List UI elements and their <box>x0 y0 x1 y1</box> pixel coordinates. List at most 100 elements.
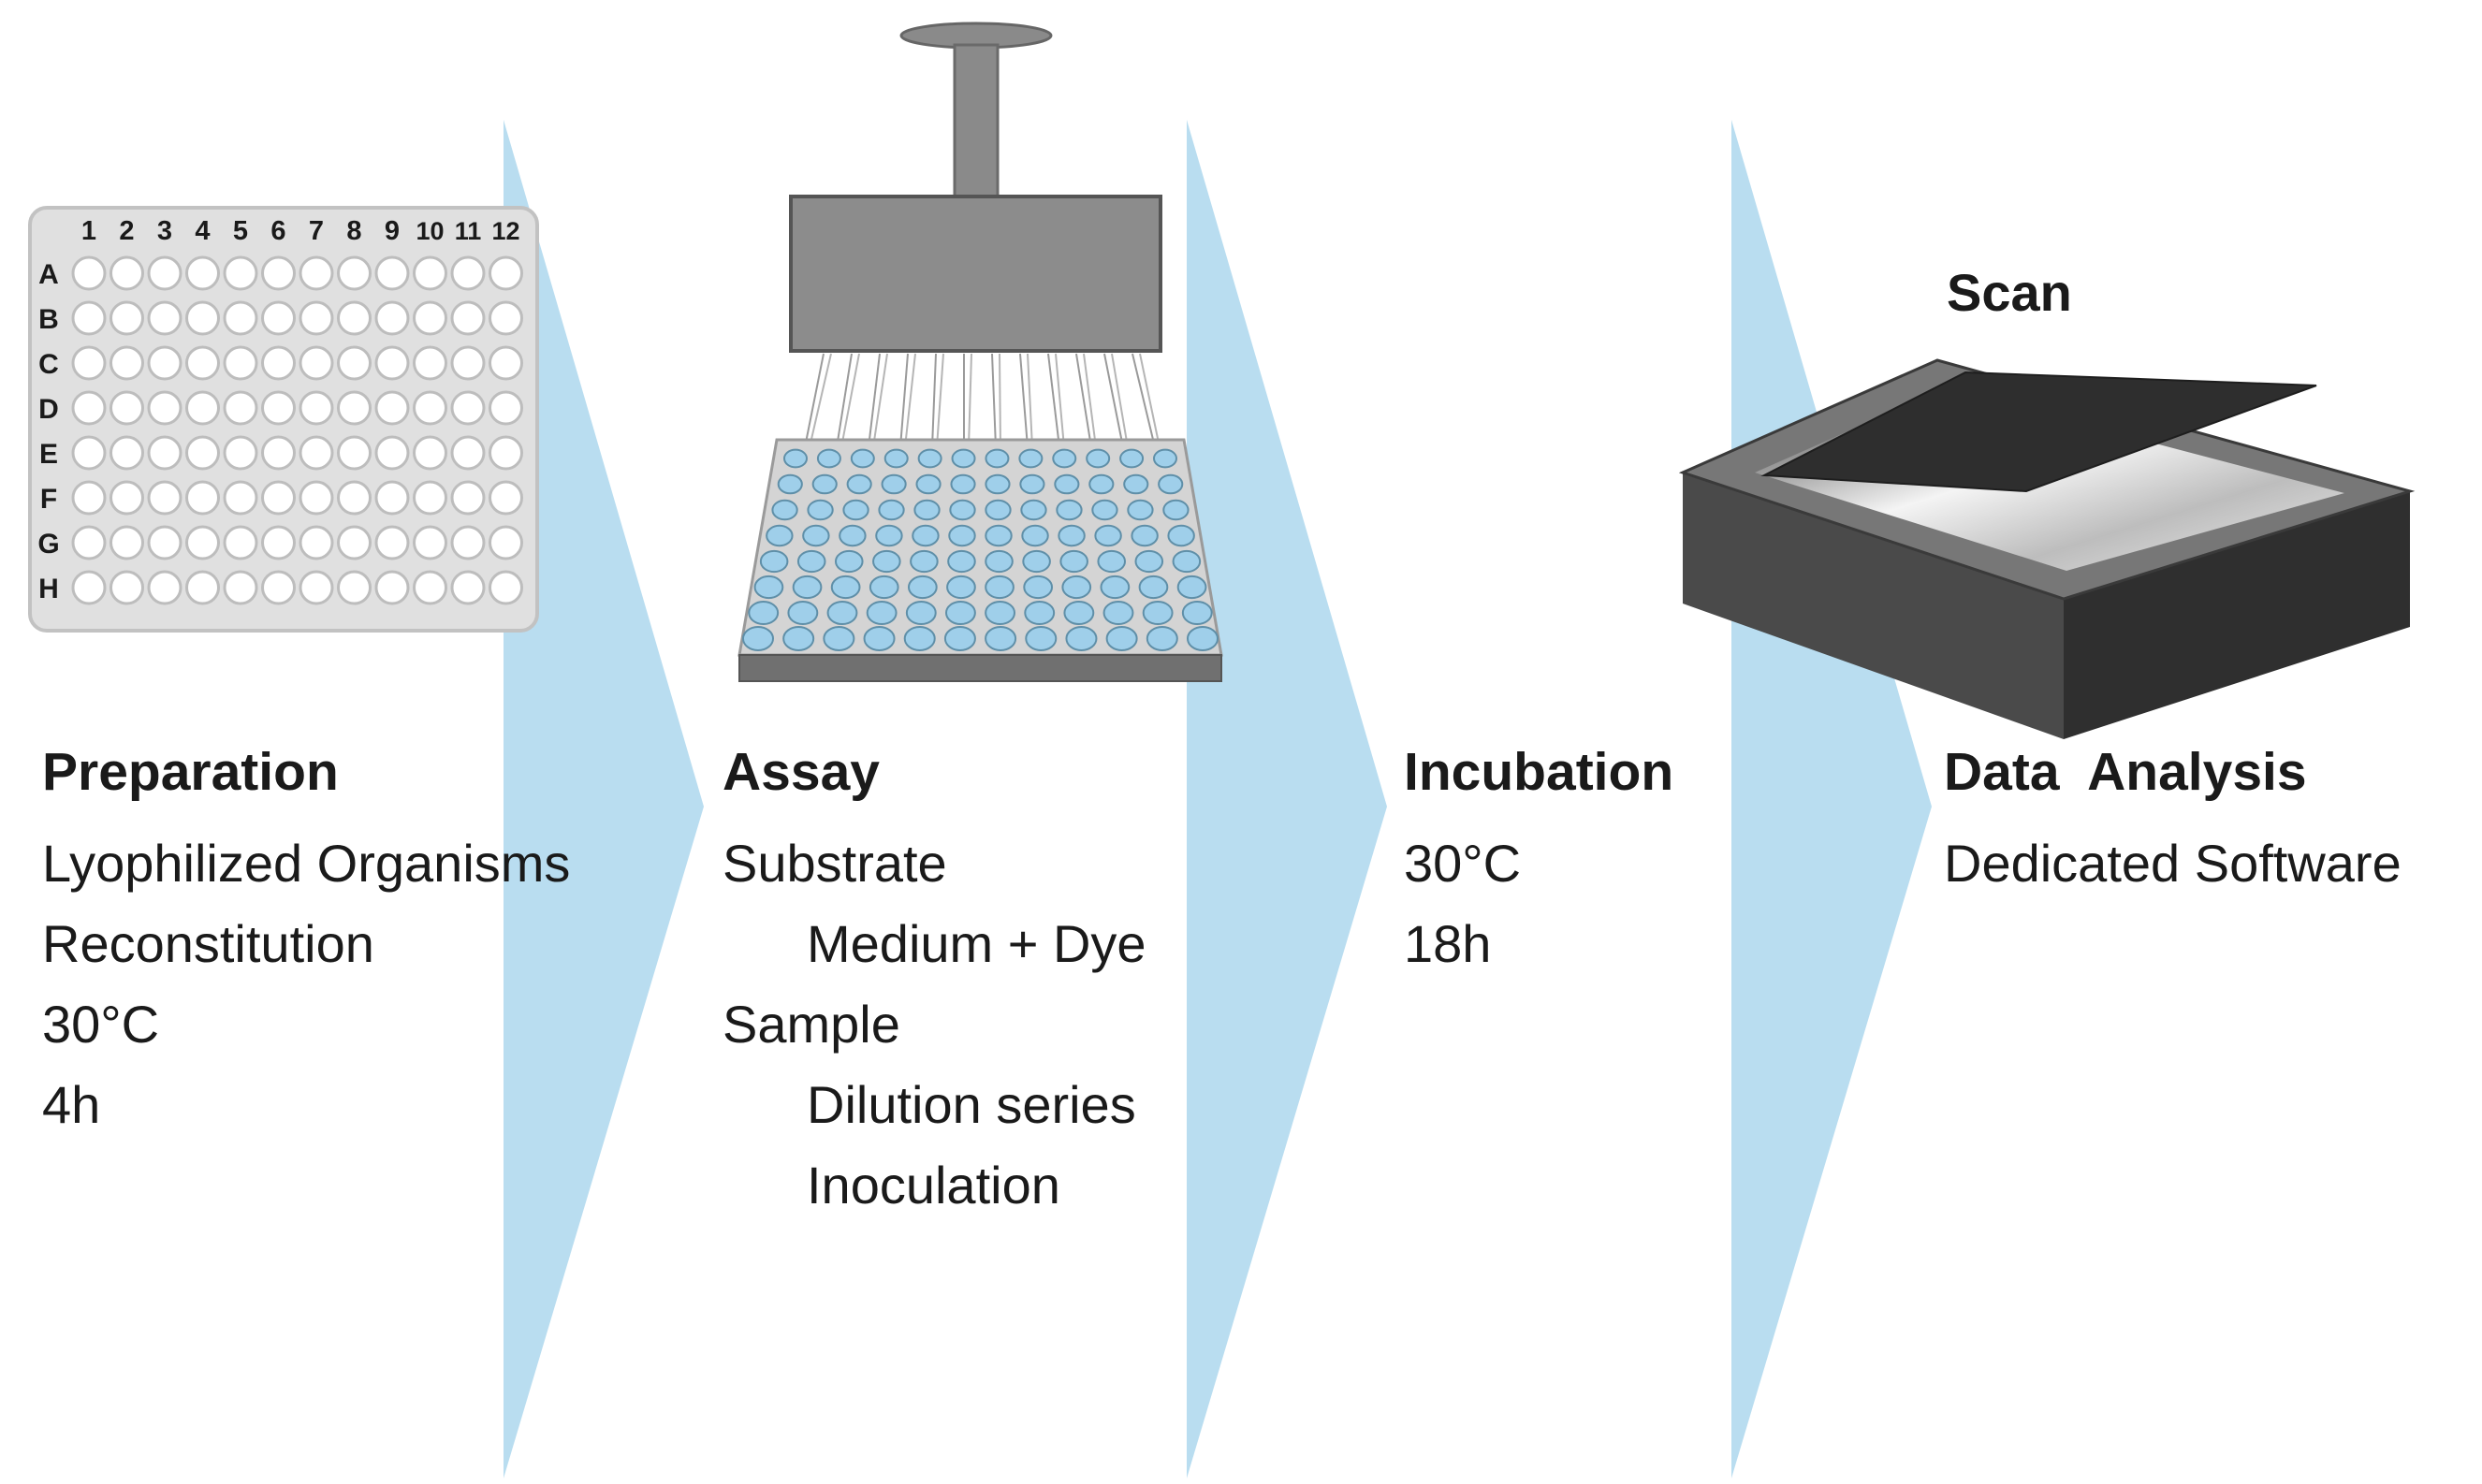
assay-well <box>1052 448 1077 469</box>
assay-well <box>759 549 789 574</box>
assay-well <box>1100 575 1131 600</box>
plate-well <box>71 480 107 516</box>
plate-well <box>374 255 410 291</box>
plate-well <box>337 300 372 336</box>
assay-well <box>787 600 819 626</box>
plate-well <box>337 390 372 426</box>
plate-well <box>185 525 220 560</box>
pipette-tip <box>1047 353 1060 448</box>
plate-well <box>489 435 523 471</box>
assay-well <box>1162 499 1190 521</box>
pipette-tip <box>936 353 944 448</box>
assay-well <box>1167 524 1195 547</box>
stage-title: Data Analysis <box>1944 742 2307 802</box>
stage-line: 18h <box>1404 914 1492 973</box>
pipette-tip <box>904 353 916 448</box>
plate-well <box>261 345 296 381</box>
assay-well <box>1172 549 1202 574</box>
plate-well <box>374 525 410 560</box>
plate-well <box>147 345 182 381</box>
assay-well <box>1102 600 1134 626</box>
plate-well <box>450 570 486 605</box>
plate-well <box>223 525 258 560</box>
plate-well <box>261 570 296 605</box>
plate-well <box>489 570 523 605</box>
plate-well <box>147 570 182 605</box>
plate-well <box>374 300 410 336</box>
plate-well <box>450 390 486 426</box>
plate-well <box>223 435 258 471</box>
assay-well <box>949 499 976 521</box>
plate-row-label: C <box>38 349 59 380</box>
assay-well <box>1063 600 1095 626</box>
assay-well <box>1134 549 1164 574</box>
assay-well <box>910 549 939 574</box>
plate-well <box>337 525 372 560</box>
stage-data-analysis: Data Analysis Dedicated Software <box>1944 739 2402 904</box>
plate-well <box>489 345 523 381</box>
plate-well <box>299 255 334 291</box>
plate-well <box>71 345 107 381</box>
stage-line: Dilution series <box>807 1075 1136 1134</box>
assay-well <box>1142 600 1174 626</box>
pipette-tip <box>931 353 937 448</box>
pipette-tip <box>1075 353 1092 448</box>
pipette-tip <box>872 353 888 448</box>
plate-well <box>299 435 334 471</box>
plate-well <box>185 480 220 516</box>
assay-well <box>753 575 784 600</box>
assay-well <box>985 524 1013 547</box>
pipette-tip <box>991 353 997 448</box>
assay-well <box>783 448 808 469</box>
assay-well <box>1065 626 1098 651</box>
plate-well <box>223 480 258 516</box>
assay-well <box>748 600 780 626</box>
pipette-tip <box>1019 353 1029 448</box>
plate-well <box>185 255 220 291</box>
stage-line: Dedicated Software <box>1944 834 2402 893</box>
plate-well <box>110 435 144 471</box>
plate-well <box>413 345 447 381</box>
plate-row-label: G <box>37 529 59 560</box>
plate-well <box>413 570 447 605</box>
assay-well <box>1138 575 1169 600</box>
assay-well <box>1025 626 1058 651</box>
plate-well <box>450 525 486 560</box>
plate-well <box>71 390 107 426</box>
plate-well <box>299 480 334 516</box>
plate-well <box>185 345 220 381</box>
assay-well <box>985 549 1014 574</box>
assay-well <box>945 600 976 626</box>
arrow-1 <box>504 120 704 1478</box>
plate-column-label: 6 <box>270 216 285 246</box>
plate-well <box>71 570 107 605</box>
plate-well <box>489 300 523 336</box>
pipette-tip <box>968 353 972 448</box>
stage-line: 30°C <box>42 995 160 1054</box>
assay-well <box>1119 448 1145 469</box>
assay-well <box>878 499 905 521</box>
assay-well <box>912 524 940 547</box>
pipette-tip <box>899 353 909 448</box>
assay-well <box>907 575 938 600</box>
assay-well <box>985 448 1010 469</box>
assay-well <box>1061 575 1092 600</box>
assay-well <box>1054 473 1080 495</box>
plate-well <box>413 390 447 426</box>
assay-well <box>1187 626 1219 651</box>
assay-well <box>1022 549 1051 574</box>
stage-line: Lyophilized Organisms <box>42 834 571 893</box>
pipette-tip <box>804 353 825 448</box>
assay-well <box>1146 626 1178 651</box>
plate-well <box>489 525 523 560</box>
plate-well <box>337 570 372 605</box>
plate-well <box>413 300 447 336</box>
plate-column-label: 3 <box>157 216 172 246</box>
assay-well <box>742 626 774 651</box>
assay-well <box>834 549 864 574</box>
plate-well <box>374 480 410 516</box>
